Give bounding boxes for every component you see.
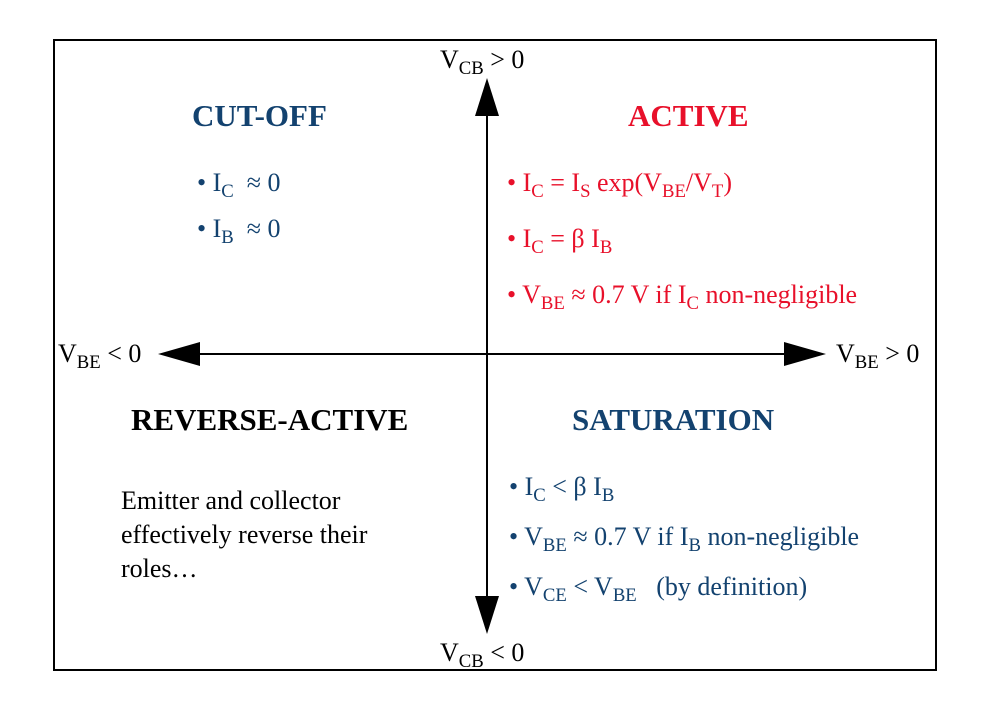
subscript: B — [688, 534, 701, 556]
subscript: B — [601, 484, 615, 506]
formula-text: < β I — [545, 472, 602, 501]
saturation-title: SATURATION — [572, 402, 775, 437]
formula-text: • I — [507, 168, 532, 197]
saturation-item: • IC < β IB — [509, 474, 614, 506]
formula-text: ≈ 0.7 V if I — [566, 522, 689, 551]
active-item: • IC = β IB — [507, 226, 612, 258]
formula-text: exp(V — [590, 168, 662, 197]
subscript: T — [711, 180, 724, 202]
subscript: BE — [612, 584, 637, 606]
arrow-left — [158, 342, 200, 366]
subscript: C — [531, 236, 544, 258]
arrow-up — [475, 78, 499, 116]
vbe-negative-label: VBE < 0 — [58, 339, 142, 373]
arrow-down — [475, 596, 499, 634]
formula-text: • I — [507, 224, 532, 253]
subscript: CE — [542, 584, 567, 606]
subscript: BE — [542, 534, 567, 556]
active-title: ACTIVE — [628, 98, 749, 133]
vbe-positive-label: VBE > 0 — [836, 339, 920, 373]
diagram-frame — [53, 39, 937, 671]
formula-text: ) — [723, 168, 732, 197]
subscript: C — [533, 484, 546, 506]
active-item: • IC = IS exp(VBE/VT) — [507, 170, 732, 202]
formula-text: • I — [197, 214, 222, 243]
cutoff-item: • IC ≈ 0 — [197, 170, 281, 202]
subscript: B — [221, 226, 234, 248]
formula-text: ≈ 0 — [233, 168, 281, 197]
formula-text: = I — [543, 168, 581, 197]
subscript: C — [686, 292, 699, 314]
formula-text: = β I — [543, 224, 600, 253]
formula-text: • I — [197, 168, 222, 197]
subscript: C — [221, 180, 234, 202]
active-item: • VBE ≈ 0.7 V if IC non-negligible — [507, 282, 857, 314]
formula-text: • V — [509, 572, 543, 601]
formula-text: • I — [509, 472, 534, 501]
cutoff-title: CUT-OFF — [192, 98, 327, 133]
formula-text: (by definition) — [636, 572, 808, 601]
subscript: C — [531, 180, 544, 202]
formula-text: non-negligible — [698, 280, 858, 309]
formula-text: < V — [566, 572, 613, 601]
subscript: BE — [540, 292, 565, 314]
arrow-right — [784, 342, 826, 366]
subscript: S — [580, 180, 591, 202]
vcb-negative-label: VCB < 0 — [440, 638, 525, 672]
reverse-active-note: Emitter and collector effectively revers… — [121, 486, 368, 583]
saturation-item: • VCE < VBE (by definition) — [509, 574, 807, 606]
formula-text: ≈ 0 — [233, 214, 281, 243]
formula-text: ≈ 0.7 V if I — [564, 280, 687, 309]
vcb-positive-label: VCB > 0 — [440, 45, 525, 79]
formula-text: /V — [685, 168, 712, 197]
subscript: B — [599, 236, 613, 258]
formula-text: • V — [509, 522, 543, 551]
reverse-active-title: REVERSE-ACTIVE — [131, 402, 409, 437]
formula-text: non-negligible — [700, 522, 860, 551]
saturation-item: • VBE ≈ 0.7 V if IB non-negligible — [509, 524, 859, 556]
cutoff-item: • IB ≈ 0 — [197, 216, 281, 248]
formula-text: • V — [507, 280, 541, 309]
subscript: BE — [661, 180, 686, 202]
